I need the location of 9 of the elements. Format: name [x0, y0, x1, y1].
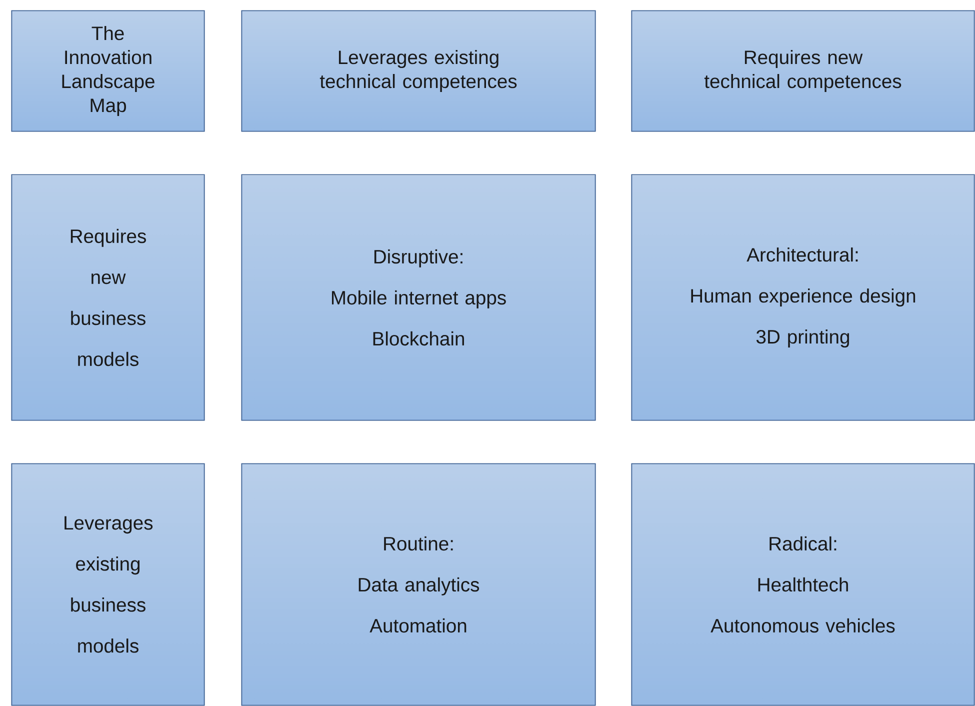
quadrant-box: Architectural: Human experience design 3D printing — [631, 174, 975, 421]
header-box: Leverages existing business models — [11, 463, 205, 706]
header-box: Requires new business models — [11, 174, 205, 421]
header-box: Requires new technical competences — [631, 10, 975, 132]
header-box: The Innovation Landscape Map — [11, 10, 205, 132]
header-box: Leverages existing technical competences — [241, 10, 596, 132]
quadrant-box: Disruptive: Mobile internet apps Blockchain — [241, 174, 596, 421]
quadrant-box: Radical: Healthtech Autonomous vehicles — [631, 463, 975, 706]
quadrant-box: Routine: Data analytics Automation — [241, 463, 596, 706]
